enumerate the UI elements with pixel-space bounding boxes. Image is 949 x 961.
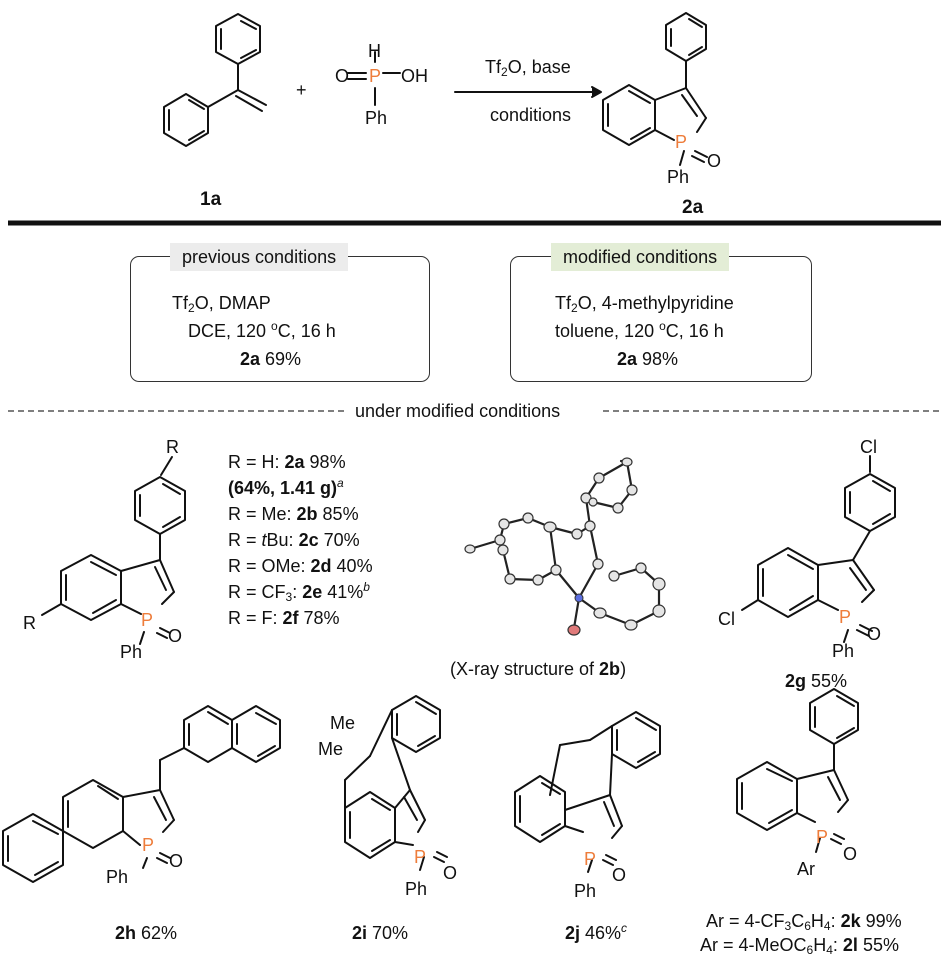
r-row: R = Me: 2b 85% [228, 504, 359, 524]
compound-2j-structure [514, 711, 661, 873]
2h-o-atom: O [169, 851, 184, 871]
compound-2kl-structure [736, 688, 859, 853]
2g-p-atom: P [839, 607, 852, 627]
r-row: R = H: 2a 98% [228, 452, 346, 472]
2kl-ar-group: Ar [797, 859, 815, 879]
compound-2a-label: 2a [682, 197, 704, 218]
previous-conditions-box [130, 256, 430, 382]
2i-me-1: Me [330, 713, 356, 733]
2g-yield: 2g 55% [785, 671, 848, 691]
product-ph-group: Ph [667, 167, 690, 187]
product-p-atom: P [675, 132, 688, 152]
2h-yield: 2h 62% [115, 923, 178, 943]
2kl-p-atom: P [816, 827, 829, 847]
modified-conditions-box [510, 256, 812, 382]
plus-sign: + [296, 80, 307, 100]
product-o-atom: O [707, 151, 722, 171]
r-row: (64%, 1.41 g)a [228, 476, 344, 498]
compound-2i-structure [344, 695, 448, 871]
2j-p-atom: P [584, 849, 597, 869]
r-substituent-list: R = H: 2a 98% (64%, 1.41 g)a R = Me: 2b … [228, 451, 373, 628]
2i-ph-group: Ph [405, 879, 428, 899]
modified-line-1: Tf2O, 4-methylpyridine [555, 293, 734, 315]
general-o-atom: O [168, 626, 183, 646]
r-row: R = CF3: 2e 41%b [228, 580, 370, 604]
general-p-atom: P [141, 610, 154, 630]
compound-1a-label: 1a [200, 189, 222, 210]
2j-ph-group: Ph [574, 881, 597, 901]
general-scaffold-structure [41, 456, 186, 645]
r-row: R = F: 2f 78% [228, 608, 340, 628]
previous-line-2: DCE, 120 oC, 16 h [188, 319, 336, 341]
previous-line-1: Tf2O, DMAP [172, 293, 271, 315]
h-atom: H [368, 41, 381, 61]
phenylphosphinic-acid-structure [347, 51, 401, 106]
2g-cl-top: Cl [860, 437, 877, 457]
2i-o-atom: O [443, 863, 458, 883]
divider-label: under modified conditions [355, 401, 561, 421]
r-row: R = OMe: 2d 40% [228, 556, 373, 576]
2k-yield-line: Ar = 4-CF3C6H4: 2k 99% [706, 911, 902, 933]
previous-yield: 2a 69% [240, 349, 302, 369]
2g-ph-group: Ph [832, 641, 855, 661]
r-left-label: R [23, 613, 36, 633]
reagent-label: Tf2O, base [485, 57, 571, 79]
compound-2g-structure [741, 455, 896, 643]
2i-yield: 2i 70% [352, 923, 409, 943]
o-atom: O [335, 66, 350, 86]
modified-yield: 2a 98% [617, 349, 679, 369]
2j-yield: 2j 46%c [565, 921, 628, 943]
oh-group: OH [401, 66, 428, 86]
2g-cl-left: Cl [718, 609, 735, 629]
2g-o-atom: O [867, 624, 882, 644]
general-ph-group: Ph [120, 642, 143, 662]
xray-phosphorus-atom [574, 593, 584, 603]
modified-conditions-header: modified conditions [551, 243, 730, 271]
p-atom: P [369, 66, 382, 86]
2h-p-atom: P [142, 835, 155, 855]
2h-ph-group: Ph [106, 867, 129, 887]
previous-conditions-header: previous conditions [170, 243, 349, 271]
r-row: R = tBu: 2c 70% [228, 530, 360, 550]
modified-line-2: toluene, 120 oC, 16 h [555, 319, 724, 341]
xray-atom-ellipsoids [464, 457, 666, 631]
xray-caption: (X-ray structure of 2b) [450, 659, 627, 679]
compound-2h-structure [2, 705, 281, 883]
2i-p-atom: P [414, 847, 427, 867]
ph-group: Ph [365, 108, 388, 128]
xray-oxygen-atom [567, 624, 581, 636]
2j-o-atom: O [612, 865, 627, 885]
conditions-label: conditions [490, 105, 572, 125]
r-top-label: R [166, 437, 179, 457]
2i-me-2: Me [318, 739, 344, 759]
2l-yield-line: Ar = 4-MeOC6H4: 2l 55% [700, 935, 899, 957]
compound-2a-structure [602, 12, 708, 166]
2kl-o-atom: O [843, 844, 858, 864]
compound-1a-structure [163, 13, 267, 147]
